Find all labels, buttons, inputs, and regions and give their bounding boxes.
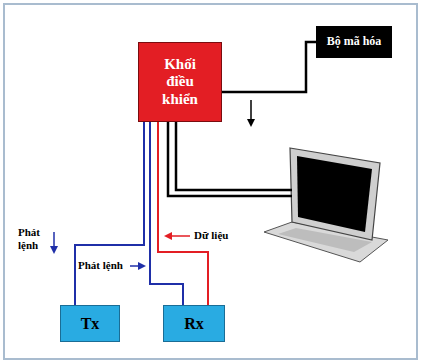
laptop-wire — [168, 122, 292, 196]
edge-label: Phát lệnh — [18, 226, 40, 251]
laptop-icon — [264, 148, 388, 262]
laptop-wire — [176, 122, 292, 190]
node-text: Tx — [81, 315, 100, 333]
receiver-box: Rx — [163, 305, 225, 342]
node-text: Khối điều khiển — [162, 56, 198, 108]
transmitter-box: Tx — [60, 305, 120, 342]
direction-arrow — [166, 235, 190, 237]
connector-line — [158, 122, 208, 305]
node-text: Bộ mã hóa — [327, 35, 382, 48]
connector-line — [150, 122, 183, 305]
connector-line — [222, 42, 316, 92]
direction-arrow — [130, 265, 144, 267]
encoder-box: Bộ mã hóa — [316, 26, 392, 58]
edge-label: Phát lệnh — [78, 259, 123, 272]
direction-arrow — [53, 232, 55, 252]
direction-arrow — [250, 100, 252, 125]
edge-label: Dữ liệu — [194, 229, 228, 242]
node-text: Rx — [184, 315, 204, 333]
connector-line — [75, 122, 144, 305]
control-box: Khối điều khiển — [138, 42, 222, 122]
